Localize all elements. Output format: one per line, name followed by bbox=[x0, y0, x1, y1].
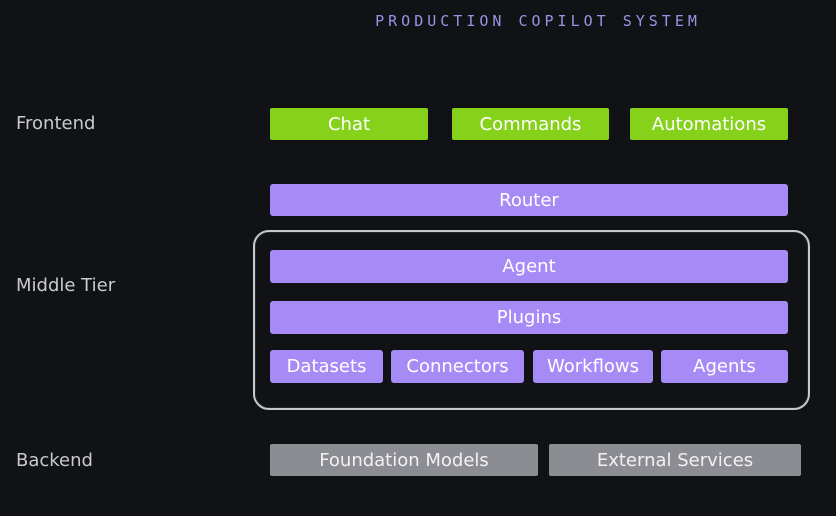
foundation-models-box: Foundation Models bbox=[270, 444, 538, 476]
agent-box: Agent bbox=[270, 250, 788, 283]
router-box: Router bbox=[270, 184, 788, 216]
workflows-box: Workflows bbox=[533, 350, 653, 383]
agents-box: Agents bbox=[661, 350, 788, 383]
tier-label-middle: Middle Tier bbox=[16, 275, 116, 296]
automations-box: Automations bbox=[630, 108, 788, 140]
datasets-box: Datasets bbox=[270, 350, 383, 383]
tier-label-frontend: Frontend bbox=[16, 113, 96, 134]
connectors-box: Connectors bbox=[391, 350, 524, 383]
external-services-box: External Services bbox=[549, 444, 801, 476]
tier-label-backend: Backend bbox=[16, 450, 93, 471]
plugins-box: Plugins bbox=[270, 301, 788, 334]
middle-tier-frame bbox=[253, 230, 810, 410]
commands-box: Commands bbox=[452, 108, 609, 140]
diagram-title: PRODUCTION COPILOT SYSTEM bbox=[375, 12, 701, 30]
chat-box: Chat bbox=[270, 108, 428, 140]
